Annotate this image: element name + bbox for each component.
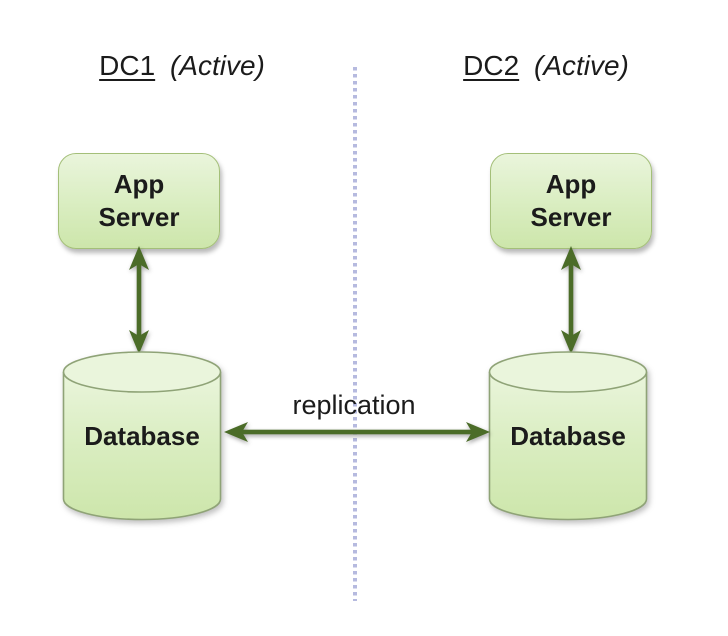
dc2-name: DC2 [463,50,520,81]
dc1-status: (Active) [169,50,265,81]
dc-boundary-dotted-line [353,67,357,601]
replication-bidirectional-arrow [224,422,490,442]
dc2-database-cylinder-shape [488,351,648,521]
dc2-database-node: Database [488,351,648,521]
dc1-database-cylinder-shape [62,351,222,521]
dc1-app-server-node: App Server [58,153,220,249]
dc1-database-label: Database [84,421,200,451]
dc2-app-server-label: App Server [530,169,612,232]
dc2-database-label: Database [510,421,626,451]
dc2-status: (Active) [533,50,629,81]
dc2-app-db-bidirectional-arrow [561,246,581,354]
dc1-title: DC1 (Active) [0,48,364,84]
dc1-name: DC1 [99,50,156,81]
dc1-database-node: Database [62,351,222,521]
replication-label: replication [292,390,416,420]
dc2-app-server-node: App Server [490,153,652,249]
dc1-app-db-bidirectional-arrow [129,246,149,354]
dc2-title: DC2 (Active) [364,48,728,84]
dc1-app-server-label: App Server [98,169,180,232]
